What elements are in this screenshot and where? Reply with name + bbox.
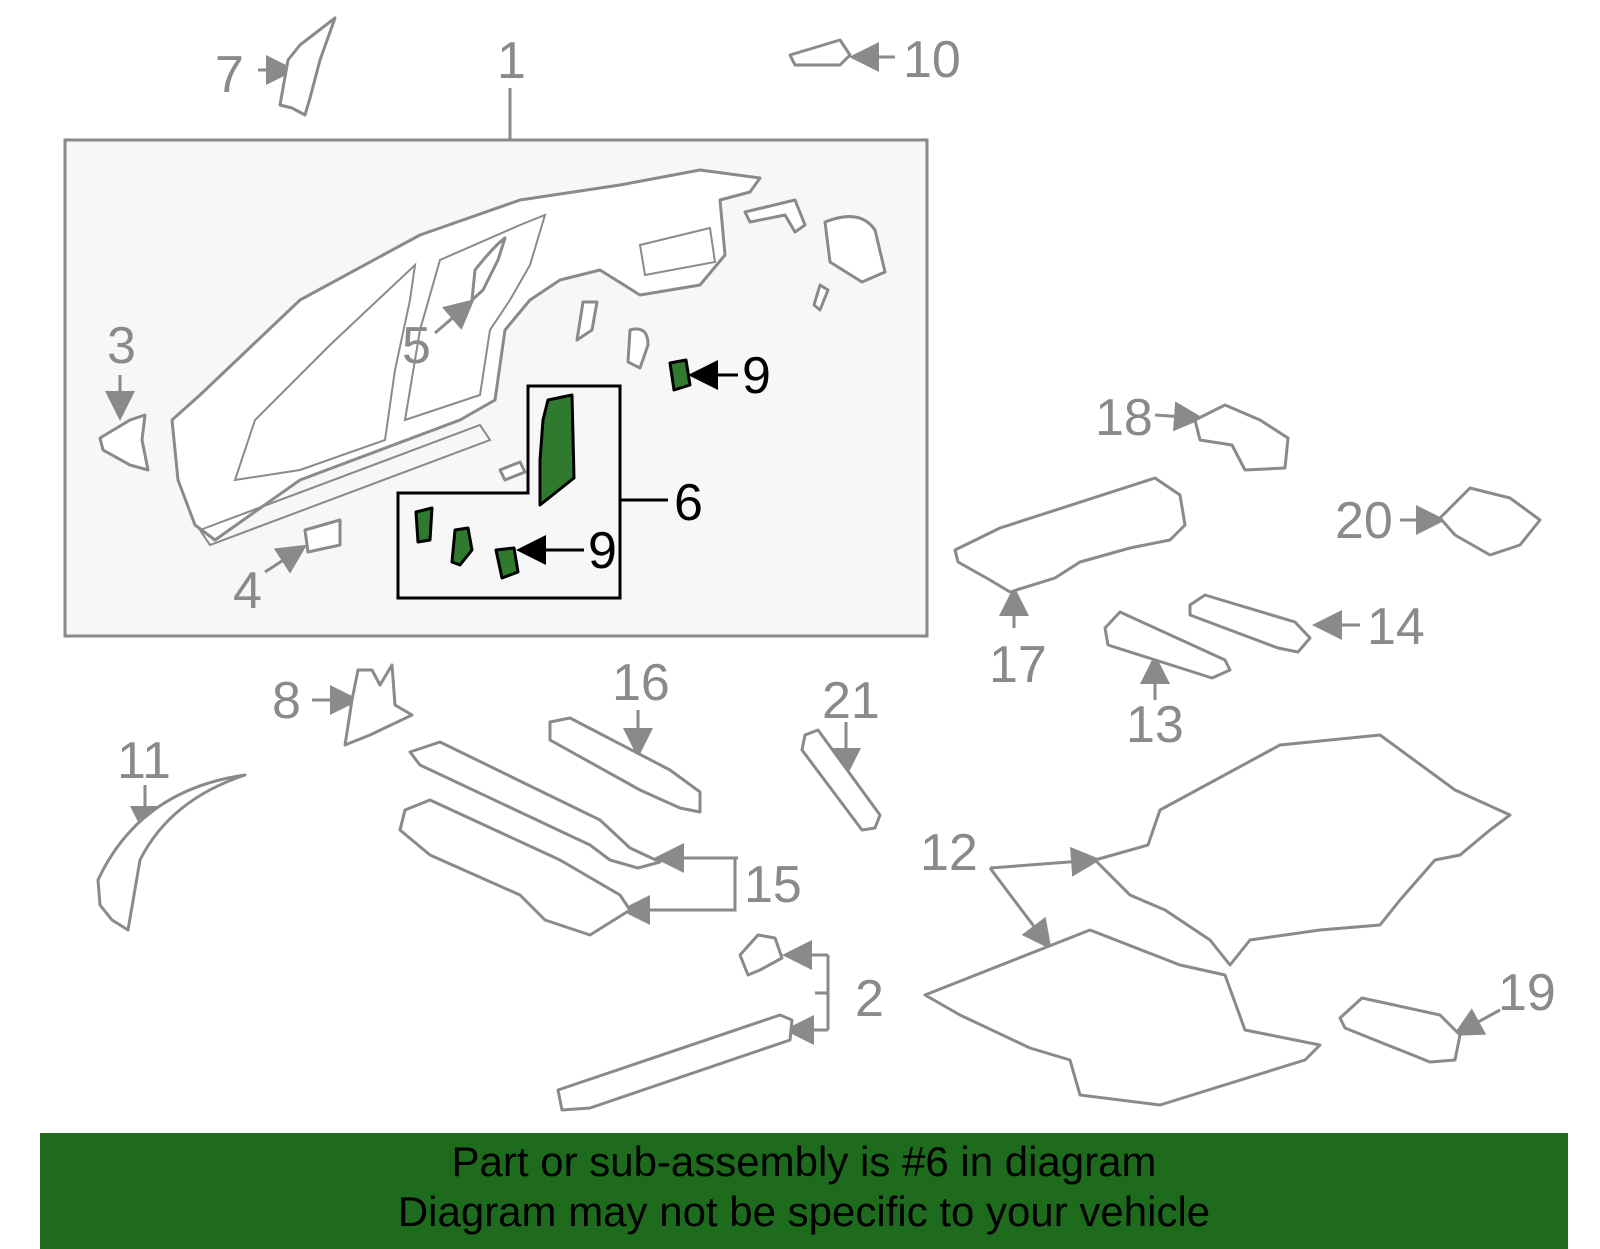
- callout-21: 21: [822, 672, 880, 730]
- callout-8: 8: [272, 672, 301, 730]
- callout-12: 12: [920, 824, 978, 882]
- callout-9-lower: 9: [588, 522, 617, 580]
- callout-3: 3: [107, 317, 136, 375]
- callout-5: 5: [402, 317, 431, 375]
- subassembly-6: [396, 358, 692, 600]
- callout-11: 11: [117, 732, 171, 790]
- box-small-parts: [98, 198, 887, 554]
- callout-20: 20: [1335, 492, 1393, 550]
- callout-1: 1: [497, 32, 526, 90]
- footer-banner: Part or sub-assembly is #6 in diagram Di…: [40, 1133, 1568, 1249]
- callout-6: 6: [674, 474, 703, 532]
- callout-9-upper: 9: [742, 347, 771, 405]
- callout-10: 10: [903, 31, 961, 89]
- callout-16: 16: [612, 654, 670, 712]
- footer-line-2: Diagram may not be specific to your vehi…: [397, 1188, 1211, 1235]
- callout-15: 15: [744, 856, 802, 914]
- callout-4: 4: [233, 562, 262, 620]
- outside-parts: [96, 16, 1542, 1112]
- callout-7: 7: [215, 46, 244, 104]
- callout-14: 14: [1367, 598, 1425, 656]
- callout-17: 17: [989, 636, 1047, 694]
- body-side-panel: [170, 168, 762, 547]
- footer-line-1: Part or sub-assembly is #6 in diagram: [451, 1138, 1157, 1185]
- callout-18: 18: [1095, 389, 1153, 447]
- callout-13: 13: [1126, 696, 1184, 754]
- callout-19: 19: [1498, 964, 1556, 1022]
- callout-2: 2: [855, 970, 884, 1028]
